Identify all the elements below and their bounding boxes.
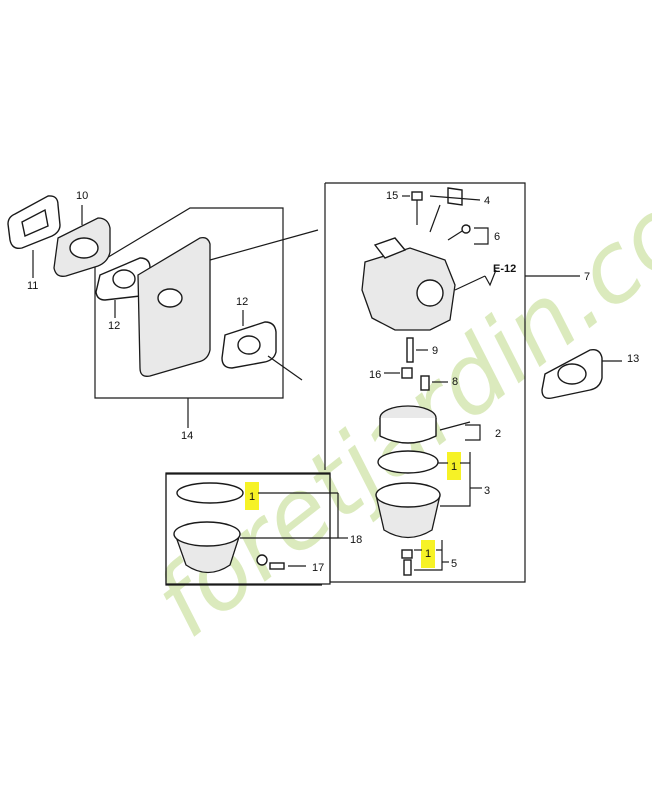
part-15-screw [411, 191, 423, 225]
part-7-carburetor [361, 237, 497, 331]
part-1a-gasket [377, 450, 439, 474]
label-12b: 12 [236, 296, 248, 308]
label-17: 17 [312, 562, 324, 574]
part-17-screw [256, 554, 285, 570]
group-frame-14 [94, 207, 284, 428]
part-3-bowl [375, 482, 441, 539]
part-16-jet [401, 367, 413, 379]
part-9-needle [406, 337, 414, 363]
part-6-screw [447, 224, 489, 245]
part-10-insulator [53, 205, 111, 277]
part-12b-gasket [221, 310, 303, 381]
label-1a: 1 [451, 461, 457, 473]
part-11-gasket [7, 195, 61, 278]
highlight-1c [421, 540, 435, 568]
highlight-1b [245, 482, 259, 510]
label-12a: 12 [108, 320, 120, 332]
label-3: 3 [484, 485, 490, 497]
label-4: 4 [484, 195, 490, 207]
label-9: 9 [432, 345, 438, 357]
label-13: 13 [627, 353, 639, 365]
leader-lines [240, 195, 482, 571]
part-2-float [379, 405, 481, 444]
label-11: 11 [27, 280, 38, 292]
label-10: 10 [76, 190, 88, 202]
label-14: 14 [181, 430, 193, 442]
part-14-plate [137, 229, 319, 377]
part-5-drain [401, 549, 413, 576]
label-8: 8 [452, 376, 458, 388]
part-4-lever [429, 187, 463, 233]
part-18-bowl [173, 521, 241, 574]
part-13-gasket [541, 348, 622, 400]
highlight-1a [447, 452, 461, 480]
part-8-screw [420, 375, 430, 391]
label-7: 7 [584, 271, 590, 283]
part-1b-gasket [176, 482, 244, 504]
group-frame-18 [165, 473, 331, 585]
label-2: 2 [495, 428, 501, 440]
label-6: 6 [494, 231, 500, 243]
label-16: 16 [369, 369, 381, 381]
label-ref-e12: E-12 [493, 263, 516, 275]
label-18: 18 [350, 534, 362, 546]
label-1b: 1 [249, 491, 255, 503]
label-5: 5 [451, 558, 457, 570]
label-1c: 1 [425, 548, 431, 560]
label-15: 15 [386, 190, 398, 202]
